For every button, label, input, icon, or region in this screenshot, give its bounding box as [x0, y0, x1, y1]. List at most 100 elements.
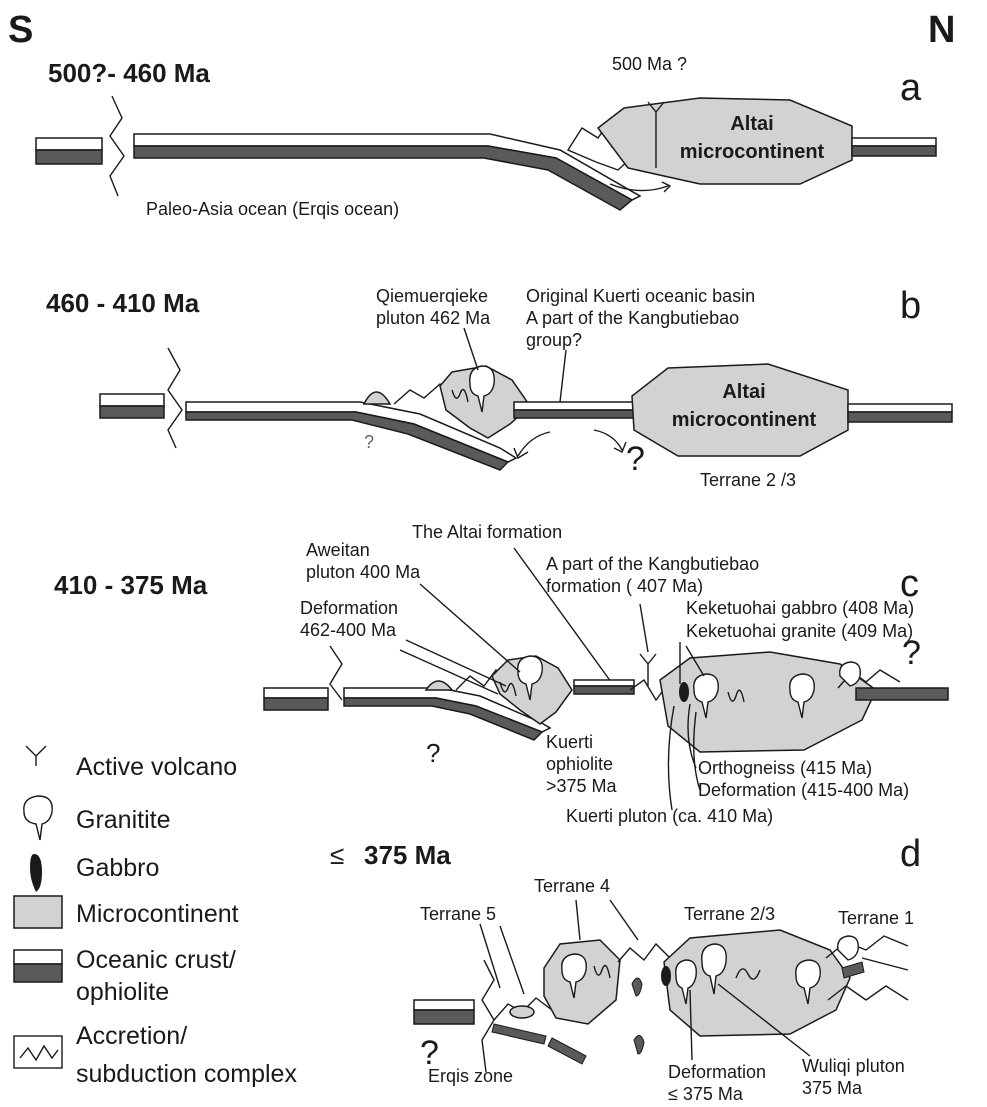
panel-b-pluton-label-2: pluton 462 Ma — [376, 308, 491, 328]
panel-c-kang-label-2: formation ( 407 Ma) — [546, 576, 703, 596]
panel-b-left-plate-crust — [100, 394, 164, 406]
panel-c-kang-label-1: A part of the Kangbutiebao — [546, 554, 759, 574]
legend-granitite-label: Granitite — [76, 806, 170, 834]
legend-microcontinent-label: Microcontinent — [76, 900, 239, 928]
panel-a-letter: a — [900, 67, 922, 109]
panel-d-terrane5-leaders — [480, 924, 524, 994]
legend-volcano-icon — [26, 746, 46, 766]
panel-a-left-plate-crust — [36, 138, 102, 150]
panel-d-terrane1-granitite — [838, 936, 859, 960]
panel-c-deformation-label-1: Deformation — [300, 598, 398, 618]
legend-accretion-label-2: subduction complex — [76, 1060, 297, 1088]
panel-c-left-plate-ophiolite — [264, 698, 328, 710]
panel-a-right-plate-crust — [852, 138, 936, 146]
legend-volcano-label: Active volcano — [76, 753, 237, 781]
panel-a: 500?- 460 Ma a 500 Ma ? Altai microconti… — [36, 54, 936, 219]
panel-b-arrow-right — [594, 430, 622, 450]
panel-c-gabbro-label: Keketuohai gabbro (408 Ma) — [686, 598, 914, 618]
legend-accretion-label-1: Accretion/ — [76, 1022, 187, 1050]
legend-oceanic-label-2: ophiolite — [76, 978, 169, 1006]
legend-ophiolite-icon — [14, 964, 62, 982]
north-direction-label: N — [928, 9, 955, 51]
panel-c-seamount — [426, 681, 452, 690]
panel-b-micro-label-2: microcontinent — [672, 409, 817, 431]
panel-c-left-plate-crust — [264, 688, 328, 698]
panel-b-right-plate-crust — [848, 404, 952, 412]
legend-granitite-icon — [24, 796, 52, 840]
panel-d-terrane23-label: Terrane 2/3 — [684, 904, 775, 924]
panel-b-question-big: ? — [626, 440, 645, 478]
panel-a-break-symbol — [110, 96, 124, 196]
panel-d-gabbro-icon — [661, 966, 671, 986]
legend-oceanic-crust-icon — [14, 950, 62, 964]
panel-b-pluton-label-1: Qiemuerqieke — [376, 286, 488, 306]
panel-b-arrow-left — [518, 432, 550, 456]
panel-a-volcano-age: 500 Ma ? — [612, 54, 687, 74]
panel-c-ophiolite-label-1: Kuerti — [546, 732, 593, 752]
panel-b-terrane-label: Terrane 2 /3 — [700, 470, 796, 490]
panel-b-left-plate-ophiolite — [100, 406, 164, 418]
panel-d-terrane5-block — [510, 1006, 534, 1018]
panel-b-micro-label-1: Altai — [722, 381, 765, 403]
panel-d-break-symbol — [482, 960, 494, 1072]
panel-c-aweitan-label-2: pluton 400 Ma — [306, 562, 421, 582]
panel-c-altai-formation: The Altai formation — [412, 522, 562, 542]
panel-d-slab-piece-1 — [492, 1024, 546, 1044]
panel-c-deformation-2-label: Deformation (415-400 Ma) — [698, 780, 909, 800]
panel-b-basin-leader — [560, 350, 566, 402]
panel-b-break-symbol — [168, 348, 182, 448]
panel-a-age: 500?- 460 Ma — [48, 58, 210, 88]
panel-d-deformation-label-2: ≤ 375 Ma — [668, 1084, 744, 1104]
panel-b: 460 - 410 Ma b Qiemuerqieke pluton 462 M… — [46, 285, 952, 490]
panel-c-basin-ophiolite — [574, 686, 634, 694]
panel-b-basin-crust — [514, 402, 634, 410]
panel-a-right-plate-ophiolite — [852, 146, 936, 156]
panel-b-right-plate-ophiolite — [848, 412, 952, 422]
legend-oceanic-label-1: Oceanic crust/ — [76, 946, 236, 974]
panel-a-micro-label-1: Altai — [730, 113, 773, 135]
panel-b-age: 460 - 410 Ma — [46, 288, 200, 318]
panel-d-wuliqi-label-2: 375 Ma — [802, 1078, 863, 1098]
panel-b-basin-ophiolite — [514, 410, 634, 418]
panel-a-ocean-label: Paleo-Asia ocean (Erqis ocean) — [146, 199, 399, 219]
panel-d-deformation-label-1: Deformation — [668, 1062, 766, 1082]
panel-b-arrow-left-head — [514, 448, 528, 458]
panel-d-terrane1-slab — [842, 962, 864, 978]
panel-d-terrane5-label: Terrane 5 — [420, 904, 496, 924]
legend-gabbro-label: Gabbro — [76, 854, 159, 882]
panel-c-kang-leader — [640, 604, 648, 652]
panel-d-gabbro-piece-1 — [632, 978, 642, 996]
south-direction-label: S — [8, 9, 33, 51]
panel-d-age-value: 375 Ma — [364, 840, 451, 870]
panel-b-seamount — [364, 392, 390, 404]
panel-d-terrane1-label: Terrane 1 — [838, 908, 914, 928]
panel-c-gabbro-icon — [679, 682, 689, 702]
panel-c-ophiolite-label-3: >375 Ma — [546, 776, 618, 796]
panel-d-terrane4-leaders — [576, 900, 638, 940]
panel-c-kuerti-pluton-label: Kuerti pluton (ca. 410 Ma) — [566, 806, 773, 826]
panel-d-left-plate-ophiolite — [414, 1010, 474, 1024]
panel-c-granite-label: Keketuohai granite (409 Ma) — [686, 621, 913, 641]
panel-b-pluton-leader — [464, 328, 478, 370]
panel-d-erqis-label: Erqis zone — [428, 1066, 513, 1086]
panel-c-right-plate — [856, 688, 948, 700]
panel-b-basin-label-2: A part of the Kangbutiebao — [526, 308, 739, 328]
panel-d-left-plate-crust — [414, 1000, 474, 1010]
legend: Active volcano Granitite Gabbro Microcon… — [14, 746, 297, 1088]
panel-c-ophiolite-label-2: ophiolite — [546, 754, 613, 774]
panel-d-slab-piece-2 — [548, 1038, 586, 1064]
panel-d-terrane1-line — [862, 958, 908, 970]
panel-d-gabbro-piece-2 — [634, 1035, 644, 1054]
panel-c-deformation-label-2: 462-400 Ma — [300, 620, 397, 640]
panel-c-basin-crust — [574, 680, 634, 686]
panel-d: ≤ 375 Ma d Terrane 4 Terrane 5 Terrane 2… — [330, 833, 921, 1104]
panel-c-question-big: ? — [902, 634, 921, 672]
panel-d-age-symbol: ≤ — [330, 840, 344, 870]
panel-c-question-small: ? — [426, 738, 440, 768]
panel-d-terrane4-label: Terrane 4 — [534, 876, 610, 896]
legend-accretion-icon — [14, 1036, 62, 1068]
panel-b-basin-label-3: group? — [526, 330, 582, 350]
panel-c-aweitan-label-1: Aweitan — [306, 540, 370, 560]
panel-c-age: 410 - 375 Ma — [54, 570, 208, 600]
